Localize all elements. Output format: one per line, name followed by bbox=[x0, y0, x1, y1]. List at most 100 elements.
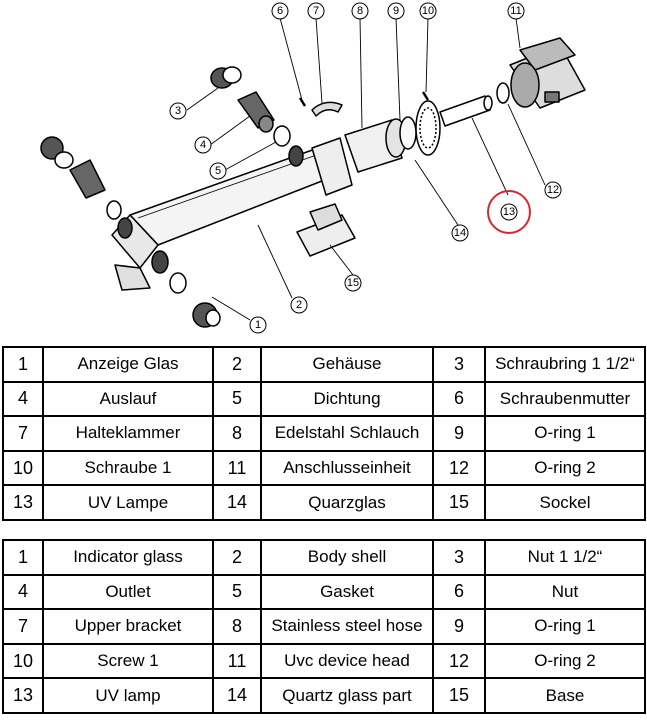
table-row: 13 UV Lampe 14 Quarzglas 15 Sockel bbox=[2, 484, 646, 521]
part-label: Uvc device head bbox=[260, 642, 434, 680]
part-number: 10 bbox=[2, 449, 44, 487]
callout-12-circle bbox=[544, 181, 562, 199]
callout-7-circle bbox=[307, 2, 325, 20]
uv-lamp bbox=[439, 95, 493, 127]
callout-2: 2 bbox=[296, 299, 302, 311]
part-label: Gasket bbox=[260, 573, 434, 611]
part-label: Anzeige Glas bbox=[42, 346, 214, 383]
part-label: O-ring 1 bbox=[484, 608, 646, 645]
table-row: 4 Auslauf 5 Dichtung 6 Schraubenmutter bbox=[2, 380, 646, 418]
part-label: UV Lampe bbox=[42, 484, 214, 521]
part-number: 15 bbox=[432, 484, 486, 521]
callout-2-circle bbox=[290, 296, 308, 314]
part-number: 14 bbox=[212, 677, 262, 714]
body-shell bbox=[111, 137, 353, 291]
part-number: 12 bbox=[432, 642, 486, 680]
callout-1: 1 bbox=[255, 319, 261, 331]
part-number: 5 bbox=[212, 573, 262, 611]
part-number: 11 bbox=[212, 449, 262, 487]
callout-14: 14 bbox=[454, 227, 466, 239]
part-label: Outlet bbox=[42, 573, 214, 611]
callout-11: 11 bbox=[510, 5, 521, 17]
callout-6-circle bbox=[271, 2, 289, 20]
part-label: Anschlusseinheit bbox=[260, 449, 434, 487]
part-number: 13 bbox=[2, 484, 44, 521]
part-label: Schraube 1 bbox=[42, 449, 214, 487]
part-number: 8 bbox=[212, 415, 262, 452]
part-label: Nut bbox=[484, 573, 646, 611]
part-number: 6 bbox=[432, 573, 486, 611]
part-number: 11 bbox=[212, 642, 262, 680]
part-label: Screw 1 bbox=[42, 642, 214, 680]
table-row: 1 Anzeige Glas 2 Gehäuse 3 Schraubring 1… bbox=[2, 346, 646, 383]
callout-13-circle bbox=[500, 203, 518, 221]
part-number: 15 bbox=[432, 677, 486, 714]
callout-12: 12 bbox=[547, 184, 559, 196]
callout-3-circle bbox=[169, 102, 187, 120]
nut-3-shape bbox=[210, 66, 242, 89]
part-number: 2 bbox=[212, 346, 262, 383]
part-label: Sockel bbox=[484, 484, 646, 521]
callout-4: 4 bbox=[200, 139, 206, 151]
part-label: Auslauf bbox=[42, 380, 214, 418]
bracket-shape bbox=[311, 101, 343, 117]
base-socket bbox=[296, 203, 356, 257]
part-label: Schraubring 1 1/2“ bbox=[484, 346, 646, 383]
table-row: 1 Indicator glass 2 Body shell 3 Nut 1 1… bbox=[2, 539, 646, 576]
callout-10-circle bbox=[419, 2, 437, 20]
part-number: 9 bbox=[432, 415, 486, 452]
exploded-view-diagram: 1 2 3 4 5 6 7 8 9 10 11 12 13 14 15 bbox=[40, 2, 586, 334]
part-number: 7 bbox=[2, 415, 44, 452]
part-label: Schraubenmutter bbox=[484, 380, 646, 418]
callout-4-circle bbox=[194, 136, 212, 154]
part-label: Gehäuse bbox=[260, 346, 434, 383]
callout-5-circle bbox=[209, 162, 227, 180]
part-label: Indicator glass bbox=[42, 539, 214, 576]
part-number: 9 bbox=[432, 608, 486, 645]
part-number: 8 bbox=[212, 608, 262, 645]
device-head bbox=[509, 37, 586, 109]
left-nut-shape bbox=[40, 136, 74, 169]
part-label: Edelstahl Schlauch bbox=[260, 415, 434, 452]
parts-table-german: 1 Anzeige Glas 2 Gehäuse 3 Schraubring 1… bbox=[2, 346, 646, 521]
left-gasket-shape bbox=[106, 200, 122, 220]
table-row: 10 Screw 1 11 Uvc device head 12 O-ring … bbox=[2, 642, 646, 680]
table-row: 7 Halteklammer 8 Edelstahl Schlauch 9 O-… bbox=[2, 415, 646, 452]
table-row: 10 Schraube 1 11 Anschlusseinheit 12 O-r… bbox=[2, 449, 646, 487]
left-outlet-shape bbox=[69, 159, 106, 199]
callout-10: 10 bbox=[422, 5, 434, 17]
part-label: O-ring 1 bbox=[484, 415, 646, 452]
gasket-5-shape bbox=[273, 125, 291, 147]
table-row: 4 Outlet 5 Gasket 6 Nut bbox=[2, 573, 646, 611]
callout-8: 8 bbox=[357, 5, 363, 17]
part-number: 1 bbox=[2, 346, 44, 383]
callout-15: 15 bbox=[347, 277, 359, 289]
part-number: 5 bbox=[212, 380, 262, 418]
leader-lines bbox=[186, 17, 546, 321]
o-ring-2-shape bbox=[496, 82, 510, 104]
part-label: Base bbox=[484, 677, 646, 714]
part-label: Quarzglas bbox=[260, 484, 434, 521]
callout-13-highlight bbox=[487, 190, 531, 234]
callout-15-circle bbox=[344, 274, 362, 292]
part-label: Nut 1 1/2“ bbox=[484, 539, 646, 576]
part-label: Stainless steel hose bbox=[260, 608, 434, 645]
steel-hose bbox=[344, 116, 417, 173]
callout-9: 9 bbox=[393, 5, 399, 17]
table-row: 13 UV lamp 14 Quartz glass part 15 Base bbox=[2, 677, 646, 714]
callout-14-circle bbox=[451, 224, 469, 242]
quartz-ring bbox=[415, 100, 441, 156]
callout-5: 5 bbox=[215, 165, 221, 177]
part-number: 13 bbox=[2, 677, 44, 714]
part-number: 3 bbox=[432, 346, 486, 383]
part-number: 10 bbox=[2, 642, 44, 680]
part-number: 3 bbox=[432, 539, 486, 576]
part-label: UV lamp bbox=[42, 677, 214, 714]
part-number: 12 bbox=[432, 449, 486, 487]
part-number: 2 bbox=[212, 539, 262, 576]
callout-1-circle bbox=[249, 316, 267, 334]
table-row: 7 Upper bracket 8 Stainless steel hose 9… bbox=[2, 608, 646, 645]
callout-9-circle bbox=[387, 2, 405, 20]
callout-11-circle bbox=[507, 2, 525, 20]
part-label: Dichtung bbox=[260, 380, 434, 418]
